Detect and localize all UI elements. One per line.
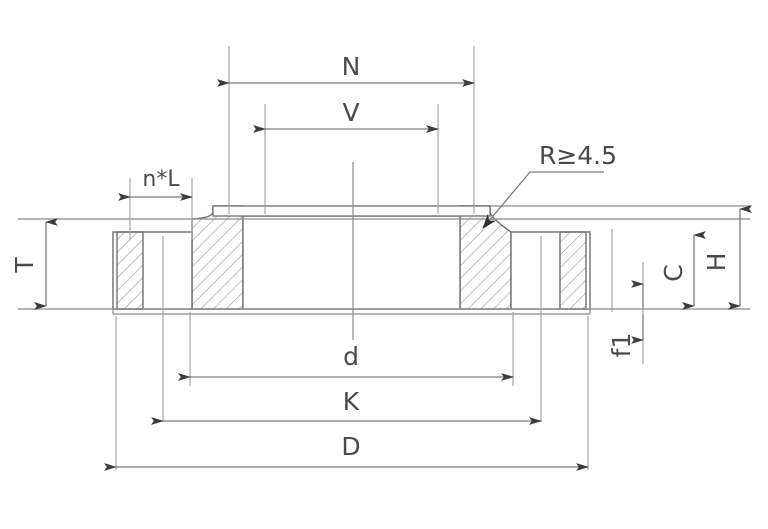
dimension-label-R: R≥4.5 — [539, 141, 617, 170]
dimension-label-f1: f1 — [607, 333, 636, 358]
dimension-label-D: D — [341, 432, 360, 461]
dimension-f1: f1 — [607, 280, 645, 358]
dimension-label-V: V — [342, 98, 359, 127]
dimension-nL: n*L — [118, 167, 194, 201]
leader-line-R — [482, 171, 604, 229]
dimension-D: D — [104, 432, 590, 471]
dimension-label-N: N — [342, 52, 361, 81]
bolt-hole-left-section — [116, 231, 144, 310]
dimension-R: R≥4.5 — [482, 141, 617, 229]
hub-top-face — [212, 205, 491, 217]
dimension-d: d — [178, 342, 515, 381]
dimension-label-H: H — [702, 253, 731, 272]
bore-cavity — [242, 215, 461, 310]
bolt-hole-right-section — [559, 231, 587, 310]
dimension-K: K — [151, 387, 543, 425]
dimension-V: V — [253, 98, 440, 133]
hub-wall-left-section — [191, 205, 244, 310]
extension-lines — [115, 46, 644, 470]
dimension-label-nL: n*L — [142, 167, 180, 192]
dimension-label-C: C — [659, 264, 688, 281]
dimension-N: N — [217, 52, 476, 87]
hub-wall-right-section — [459, 205, 512, 310]
dimension-C: C — [659, 231, 706, 310]
dimension-T: T — [10, 218, 58, 310]
flange-body — [18, 205, 750, 315]
dimension-label-d: d — [343, 342, 359, 371]
dimension-label-K: K — [343, 387, 360, 416]
dimension-H: H — [702, 205, 752, 310]
dimension-label-T: T — [10, 257, 39, 274]
